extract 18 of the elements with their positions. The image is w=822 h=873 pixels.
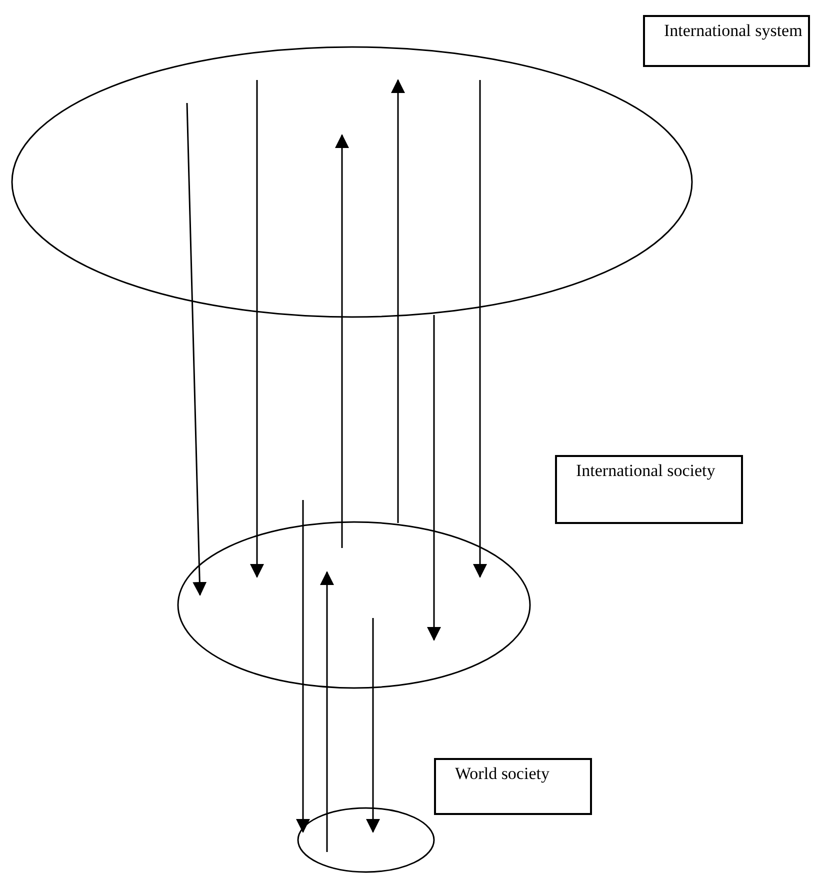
arrow	[473, 80, 487, 578]
arrow	[320, 571, 334, 852]
arrow	[296, 500, 310, 833]
box-label: World society	[455, 764, 550, 783]
arrow	[250, 80, 264, 578]
label-box	[434, 758, 592, 815]
ellipse	[297, 807, 435, 873]
ellipse	[11, 46, 693, 318]
label-box	[643, 15, 810, 67]
arrow	[186, 102, 207, 596]
ellipse	[177, 521, 531, 689]
arrow	[427, 315, 441, 641]
arrow	[391, 79, 405, 523]
arrow	[366, 618, 380, 833]
arrow	[335, 134, 349, 548]
box-label: International society	[576, 461, 716, 480]
label-box	[555, 455, 743, 524]
box-label: International system	[664, 21, 804, 40]
